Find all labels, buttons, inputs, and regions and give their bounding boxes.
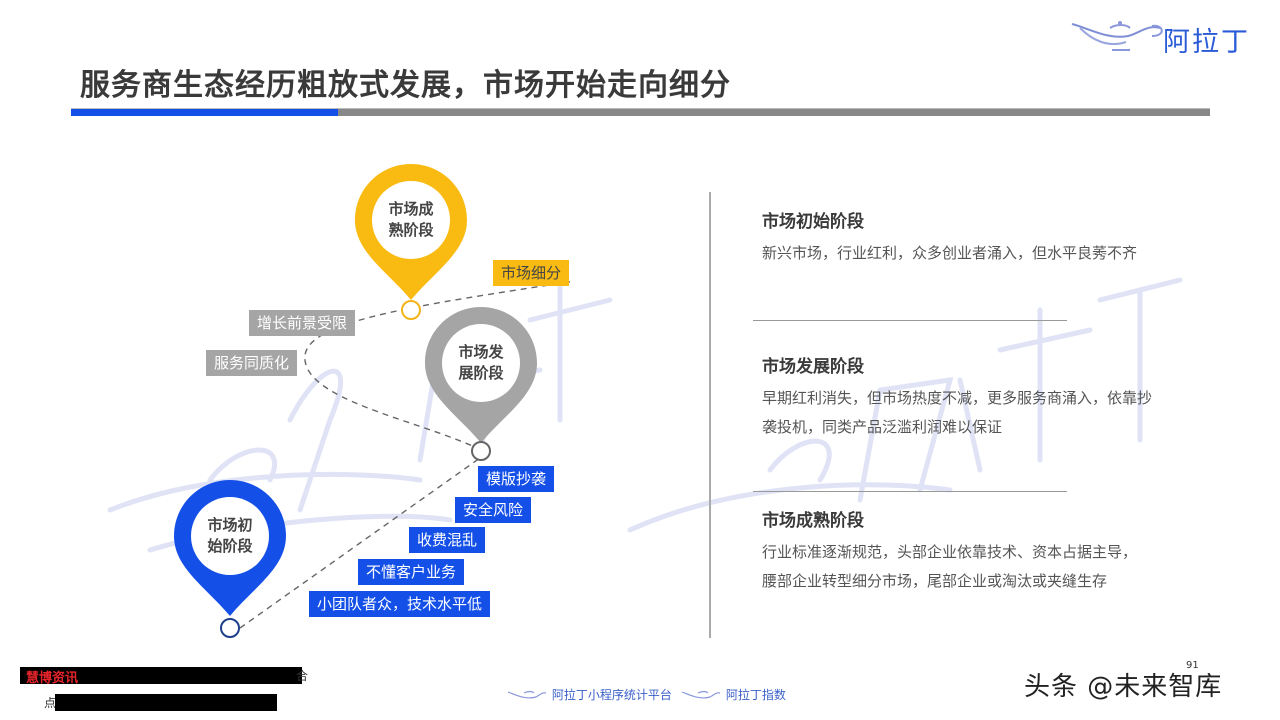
pin-mature-stage: 市场成 熟阶段 [353,162,469,326]
pin-label-line2: 熟阶段 [388,221,434,239]
pin-develop-stage: 市场发 展阶段 [423,305,539,469]
map-pin-icon [174,480,286,638]
footer-logo-text: 阿拉丁指数 [725,688,786,702]
stage-description: 行业标准逐渐规范，头部企业依靠技术、资本占据主导，腰部企业转型细分市场，尾部企业… [762,543,1138,590]
map-pin-icon [425,307,537,461]
pin-label-line1: 市场发 [458,343,504,361]
stage-develop: 市场发展阶段 早期红利消失，但市场热度不减，更多服务商涌入，依靠抄袭投机，同类产… [762,352,1162,442]
tag-security-risk: 安全风险 [455,497,532,523]
page-number: 91 [1186,660,1199,671]
stage-title: 市场成熟阶段 [762,511,864,531]
logo-text: 阿拉丁 [1163,27,1250,58]
tag-no-business-knowledge: 不懂客户业务 [358,559,465,585]
stage-divider [753,320,1067,321]
title-underline [71,108,1210,116]
footer-source-text: 慧博资讯 [26,671,79,686]
footer-logo-text: 阿拉丁小程序统计平台 [551,688,672,702]
footer-tail-char: 合 [296,669,309,683]
footer-redacted-line1: 慧博资讯 [20,667,302,686]
vertical-divider [709,192,711,638]
magic-lamp-icon [1071,21,1163,51]
pin-label-line2: 始阶段 [207,537,253,555]
magic-lamp-icon [507,690,547,699]
stage-initial: 市场初始阶段 新兴市场，行业红利，众多创业者涌入，但水平良莠不齐 [762,207,1162,268]
stage-title: 市场初始阶段 [762,212,864,232]
aladdin-logo [1068,14,1258,62]
tag-chaotic-pricing: 收费混乱 [409,527,486,553]
tag-homogenization: 服务同质化 [206,350,298,376]
stage-description: 新兴市场，行业红利，众多创业者涌入，但水平良莠不齐 [762,244,1138,262]
map-pin-icon [355,164,467,320]
stage-title: 市场发展阶段 [762,357,864,377]
footer-logo-index: 阿拉丁指数 [680,686,786,703]
tag-small-teams-low-tech: 小团队者众，技术水平低 [309,591,491,617]
tag-market-segmentation: 市场细分 [493,260,570,286]
tag-growth-limited: 增长前景受限 [249,310,356,336]
title-underline-accent [71,109,338,116]
footer-line2-char: 点 [44,696,57,710]
pin-label-line1: 市场初 [207,516,253,534]
page-title: 服务商生态经历粗放式发展，市场开始走向细分 [80,68,731,103]
stage-divider [753,491,1067,492]
footer-redacted-line2 [55,694,277,711]
tag-template-copying: 模版抄袭 [478,466,555,492]
pin-initial-stage: 市场初 始阶段 [172,478,288,646]
stage-mature: 市场成熟阶段 行业标准逐渐规范，头部企业依靠技术、资本占据主导，腰部企业转型细分… [762,506,1162,596]
stage-description: 早期红利消失，但市场热度不减，更多服务商涌入，依靠抄袭投机，同类产品泛滥利润难以… [762,389,1153,436]
pin-label-line1: 市场成 [388,200,434,218]
magic-lamp-icon [681,690,721,699]
connector-paths [239,280,576,629]
credit-watermark: 头条 @未来智库 [1024,672,1223,702]
footer-logo-stats-platform: 阿拉丁小程序统计平台 [506,686,672,703]
pin-label-line2: 展阶段 [458,364,504,382]
